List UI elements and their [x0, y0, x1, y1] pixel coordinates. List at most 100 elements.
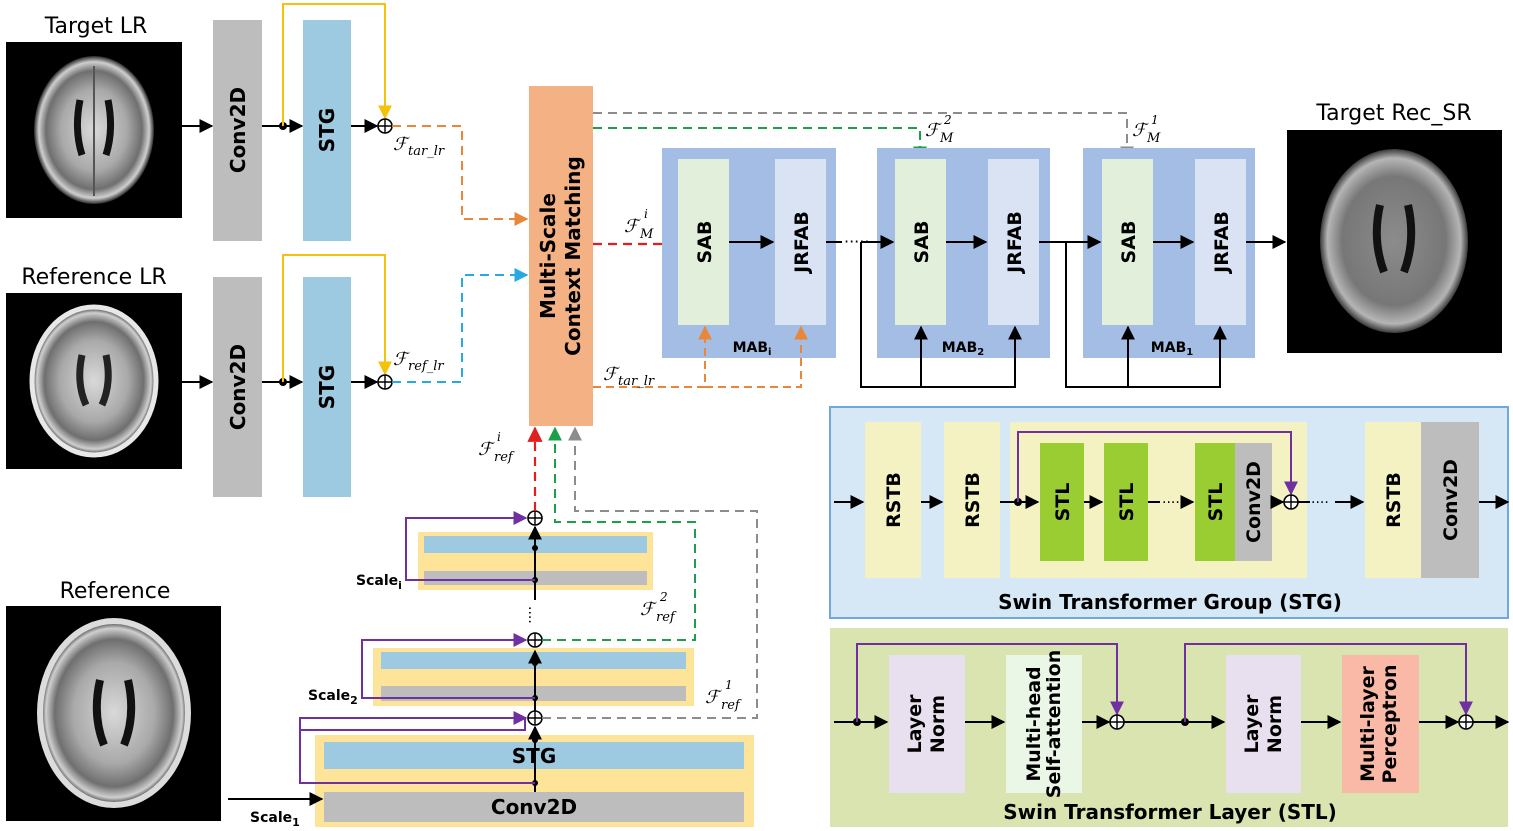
conv2d-reference-label: Conv2D [226, 344, 250, 430]
rstb-label-1: RSTB [883, 472, 905, 528]
target-lr-label: Target LR [44, 14, 148, 39]
jrfab-label-1: JRFAB [1211, 211, 1233, 275]
svg-text:ℱ: ℱ [624, 216, 641, 237]
layer-norm-1-line2: Norm [927, 695, 949, 753]
sab-label-1: SAB [1118, 221, 1140, 264]
conv2d-reference-block [213, 277, 262, 497]
stg-reference-label: STG [315, 365, 339, 409]
mhsa-line2: Self-attention [1043, 650, 1065, 798]
jrfab-label-2: JRFAB [1004, 211, 1026, 275]
layer-norm-2-line1: Layer [1241, 694, 1263, 754]
layer-norm-1-line1: Layer [904, 694, 926, 754]
svg-text:ℱ: ℱ [393, 134, 410, 155]
svg-text:ℱ: ℱ [925, 120, 942, 141]
add-node-scale-2 [527, 632, 543, 648]
scale-1-conv2d-label: Conv2D [491, 795, 577, 819]
feature-label-m-2: ℱ M 2 [925, 113, 954, 146]
svg-text:ref: ref [656, 610, 677, 625]
target-lr-image [6, 42, 182, 218]
conv2d-target-label: Conv2D [226, 87, 250, 173]
sab-label-2: SAB [911, 221, 933, 264]
ellipsis-scales: ···· [521, 606, 537, 624]
svg-text:tar_lr: tar_lr [408, 144, 445, 159]
svg-text:ℱ: ℱ [603, 364, 620, 385]
feature-label-tar-lr-bottom: ℱ tar_lr [603, 364, 655, 389]
svg-text:M: M [1146, 131, 1161, 146]
ellipsis-rstb: ···· [1311, 495, 1329, 511]
add-node-stg [1283, 494, 1299, 510]
target-rec-sr-image [1287, 130, 1502, 353]
svg-text:M: M [639, 227, 654, 242]
rstb-label-3: RSTB [1383, 472, 1405, 528]
conv2d-target-block [213, 20, 262, 241]
svg-text:tar_lr: tar_lr [618, 374, 655, 389]
svg-text:1: 1 [1151, 113, 1159, 127]
stg-final-conv2d-label: Conv2D [1440, 459, 1462, 541]
mlp-line1: Multi-layer [1357, 665, 1379, 781]
svg-text:ℱ: ℱ [640, 599, 657, 620]
svg-text:ref: ref [721, 698, 742, 713]
stg-target-block [303, 20, 351, 241]
feature-label-m-i: ℱ M i [624, 207, 654, 242]
stg-reference-block [303, 277, 351, 497]
stl-detail-panel [830, 628, 1508, 827]
mab-i-label: MABi [733, 340, 772, 358]
feature-label-m-1: ℱ M 1 [1132, 113, 1161, 146]
stl-panel-title: Swin Transformer Layer (STL) [1003, 800, 1337, 824]
svg-text:i: i [497, 430, 501, 444]
svg-text:i: i [644, 207, 648, 221]
add-node-reference [377, 374, 393, 390]
stg-inner-conv2d-label: Conv2D [1243, 461, 1265, 543]
ellipsis-stl: ···· [1162, 495, 1180, 511]
multi-scale-context-matching-block [529, 86, 593, 426]
scale-i-label: Scalei [356, 573, 402, 592]
mab-1-label: MAB1 [1151, 340, 1193, 358]
svg-text:M: M [939, 131, 954, 146]
reference-image [6, 606, 221, 821]
feature-label-ref-2: ℱ ref 2 [640, 590, 677, 625]
svg-text:ref: ref [494, 450, 515, 465]
reference-lr-label: Reference LR [21, 265, 166, 290]
stl-label-3: STL [1205, 483, 1227, 522]
stg-panel-title: Swin Transformer Group (STG) [998, 590, 1342, 614]
target-rec-sr-label: Target Rec_SR [1315, 101, 1471, 126]
add-node-scale-1 [527, 710, 543, 726]
reference-lr-image [6, 293, 182, 469]
feature-label-tar-lr-top: ℱ tar_lr [393, 134, 445, 159]
scale-1-label: Scale1 [250, 810, 300, 829]
add-node-stl-2 [1458, 714, 1474, 730]
mlp-line2: Perceptron [1379, 665, 1401, 784]
scale-2-label: Scale2 [308, 688, 358, 707]
mab-1-block [1083, 148, 1255, 358]
jrfab-label-i: JRFAB [791, 211, 813, 275]
stg-detail-panel [829, 406, 1509, 619]
feature-label-ref-i: ℱ ref i [478, 430, 515, 465]
svg-text:2: 2 [659, 590, 668, 604]
add-node-stl-1 [1109, 714, 1125, 730]
feature-label-ref-lr: ℱ ref_lr [393, 349, 444, 374]
mab-2-label: MAB2 [942, 340, 984, 358]
reference-label: Reference [60, 579, 171, 604]
mab-2-block [877, 148, 1050, 358]
mscm-label-line2: Context Matching [561, 156, 585, 356]
add-node-scale-i [527, 510, 543, 526]
svg-text:ℱ: ℱ [393, 349, 410, 370]
sab-label-i: SAB [694, 221, 716, 264]
stl-label-1: STL [1052, 483, 1074, 522]
feature-label-ref-1: ℱ ref 1 [705, 678, 742, 713]
mscm-label-line1: Multi-Scale [536, 193, 560, 319]
stl-label-2: STL [1116, 483, 1138, 522]
svg-text:2: 2 [943, 113, 952, 127]
svg-text:1: 1 [725, 678, 733, 692]
layer-norm-2-line2: Norm [1264, 695, 1286, 753]
svg-text:ℱ: ℱ [705, 687, 722, 708]
rstb-label-2: RSTB [962, 472, 984, 528]
ellipsis-mab: ····· [844, 232, 869, 251]
add-node-target [377, 118, 393, 134]
mab-i-block [662, 148, 836, 358]
svg-text:ℱ: ℱ [478, 439, 495, 460]
mhsa-line1: Multi-head [1023, 666, 1045, 781]
svg-text:ℱ: ℱ [1132, 120, 1149, 141]
stg-target-label: STG [315, 108, 339, 152]
